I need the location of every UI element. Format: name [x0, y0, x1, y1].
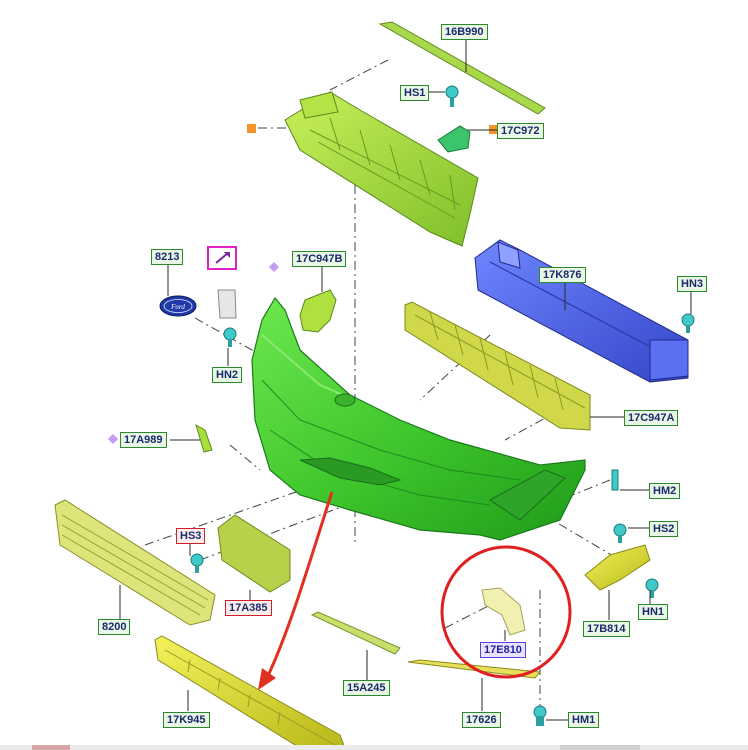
fastener-hm1 [533, 705, 547, 726]
part-bumper-cover [251, 296, 586, 541]
part-15a245-trim [310, 611, 401, 655]
label-17c972[interactable]: 17C972 [497, 123, 544, 139]
label-hn2[interactable]: HN2 [212, 367, 243, 383]
part-17k876-reinforcement [474, 239, 689, 383]
part-8200-grille [54, 499, 216, 626]
fastener-hm2 [611, 469, 619, 491]
label-17626[interactable]: 17626 [462, 712, 501, 728]
red-arrow-icon [258, 491, 334, 690]
label-17a989[interactable]: 17A989 [120, 432, 167, 448]
label-15a245[interactable]: 15A245 [343, 680, 390, 696]
part-17a385-panel [217, 514, 291, 593]
bottom-strip [0, 745, 748, 750]
leader-lines [119, 38, 692, 721]
fastener-hs3 [190, 553, 204, 573]
label-17k876[interactable]: 17K876 [539, 267, 586, 283]
fastener-hn1 [645, 578, 659, 598]
label-hs1[interactable]: HS1 [400, 85, 430, 101]
label-hn3[interactable]: HN3 [677, 276, 708, 292]
svg-text:Ford: Ford [170, 303, 185, 311]
part-17c947a-absorber [404, 301, 591, 431]
fastener-hs2 [613, 523, 627, 543]
label-17e810[interactable]: 17E810 [480, 642, 526, 658]
label-hm1[interactable]: HM1 [568, 712, 600, 728]
ford-logo-icon: Ford [159, 295, 197, 317]
label-17k945[interactable]: 17K945 [163, 712, 210, 728]
label-17c947a[interactable]: 17C947A [624, 410, 679, 426]
diamond-marker-icon [108, 434, 118, 444]
part-17c947b-bracket [299, 289, 337, 333]
part-17b814-bezel [584, 544, 651, 591]
part-upper-bracket [284, 91, 479, 247]
part-17k945-lower-grille [154, 635, 346, 749]
label-16b990[interactable]: 16B990 [441, 24, 488, 40]
fastener-hn2 [223, 327, 237, 347]
label-hs3[interactable]: HS3 [176, 528, 206, 544]
part-16b990-strip [378, 21, 546, 115]
diamond-marker-icon [269, 262, 279, 272]
label-17b814[interactable]: 17B814 [583, 621, 630, 637]
label-hm2[interactable]: HM2 [649, 483, 681, 499]
label-hs2[interactable]: HS2 [649, 521, 679, 537]
part-emblem-bracket [217, 289, 237, 319]
label-8213[interactable]: 8213 [151, 249, 184, 265]
label-8200[interactable]: 8200 [98, 619, 131, 635]
fastener-hn3 [681, 313, 695, 333]
part-17e810-deflector [481, 587, 526, 636]
part-17a989-clip [195, 423, 213, 453]
highlight-circle [440, 545, 572, 679]
label-hn1[interactable]: HN1 [638, 604, 669, 620]
new-part-arrow-icon [207, 246, 237, 270]
part-17c972-bracket [437, 125, 471, 153]
label-17a385[interactable]: 17A385 [225, 600, 272, 616]
square-marker-icon [247, 124, 256, 133]
fastener-hs1 [445, 85, 459, 107]
label-17c947b[interactable]: 17C947B [292, 251, 347, 267]
